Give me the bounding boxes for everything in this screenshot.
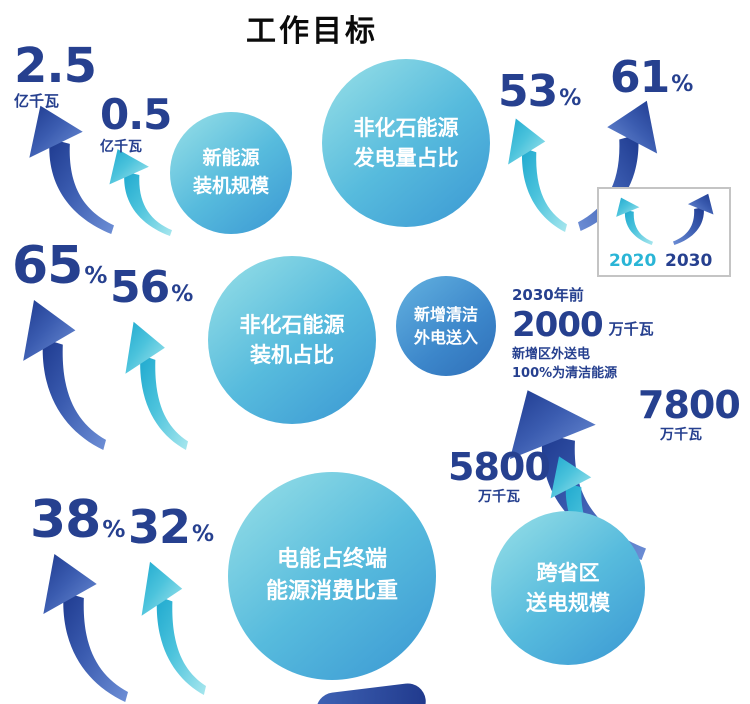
arrow-2020-gen-share-icon [508, 118, 567, 232]
cap-share-2030-value: 65 % [12, 240, 107, 292]
decorative-arrow-fragment [314, 681, 428, 704]
legend-2020-label: 2020 [609, 251, 657, 271]
arrow-2030-new-energy-icon [29, 105, 114, 234]
circle-label-line2: 能源消费比重 [265, 579, 398, 604]
circle-label-line1: 新能源 [202, 147, 260, 170]
value-text: 7800 [638, 383, 741, 427]
circle-label-line1: 电能占终端 [276, 547, 387, 573]
gen-share-2030-value: 61 % [610, 56, 693, 100]
cross-province-circle: 跨省区 送电规模 [491, 511, 645, 665]
arrow-2030-cap-share-icon [23, 300, 106, 450]
legend-2030-arrow-icon [673, 193, 714, 245]
value-text: 5800 [448, 445, 551, 489]
value-text: 0.5 [100, 90, 172, 139]
electricity-share-circle: 电能占终端 能源消费比重 [228, 472, 436, 680]
new-energy-circle: 新能源 装机规模 [170, 112, 292, 234]
annotation-note-2: 100%为清洁能源 [512, 365, 618, 381]
circle-label-line2: 装机规模 [192, 175, 269, 197]
annotation-value-row: 2000 万千瓦 [512, 308, 654, 342]
circle-label-line2: 发电量占比 [353, 146, 459, 170]
arrow-2020-new-energy-icon [109, 149, 172, 236]
value-text: 61 [610, 52, 670, 103]
circle-label-line1: 非化石能源 [353, 115, 459, 140]
value-unit: % [192, 522, 215, 547]
arrow-2020-cross-icon [550, 456, 615, 560]
gen-share-2020-value: 53 % [498, 70, 581, 114]
value-unit: % [84, 263, 108, 289]
value-text: 56 [110, 262, 170, 313]
cross-2030-value: 7800 万千瓦 [638, 383, 741, 443]
value-unit: 亿千瓦 [14, 92, 60, 110]
value-text: 2.5 [14, 38, 97, 94]
value-text: 32 [128, 500, 191, 554]
value-unit: % [171, 282, 194, 307]
arrow-2020-elec-share-icon [141, 561, 206, 695]
circle-label-line1: 新增清洁 [413, 304, 478, 324]
cap-share-2020-value: 56 % [110, 266, 193, 310]
circle-label-line2: 装机占比 [250, 343, 334, 367]
arrow-2020-cap-share-icon [125, 321, 188, 450]
new-energy-2030-value: 2.5 亿千瓦 [14, 38, 97, 110]
legend: 2020 2030 [597, 187, 731, 277]
value-text: 38 [30, 490, 101, 550]
value-unit: 万千瓦 [478, 489, 520, 505]
value-text: 53 [498, 66, 558, 117]
arrow-2030-elec-share-icon [43, 554, 128, 702]
non-fossil-capacity-circle: 非化石能源 装机占比 [208, 256, 376, 424]
circle-label-line2: 送电规模 [526, 591, 610, 615]
circle-label-line2: 外电送入 [413, 328, 478, 347]
page-title: 工作目标 [246, 14, 378, 49]
clean-power-circle: 新增清洁 外电送入 [396, 276, 496, 376]
value-unit: % [559, 86, 582, 111]
value-unit: % [671, 72, 694, 97]
elec-share-2020-value: 32 % [128, 504, 214, 550]
legend-2020-arrow-icon [616, 197, 653, 245]
annotation-unit: 万千瓦 [608, 320, 654, 338]
new-energy-2020-value: 0.5 亿千瓦 [100, 90, 172, 155]
circle-label-line1: 跨省区 [536, 560, 600, 585]
value-unit: 万千瓦 [660, 427, 702, 443]
value-unit: 亿千瓦 [100, 139, 142, 155]
arrow-2030-gen-share-icon [578, 100, 658, 231]
cross-2020-value: 5800 万千瓦 [448, 445, 551, 505]
clean-power-annotation: 2030年前 2000 万千瓦 新增区外送电 100%为清洁能源 [512, 284, 654, 384]
value-text: 65 [12, 236, 83, 296]
elec-share-2030-value: 38 % [30, 494, 125, 546]
non-fossil-generation-circle: 非化石能源 发电量占比 [322, 59, 490, 227]
value-unit: % [102, 517, 126, 543]
circle-label-line1: 非化石能源 [239, 312, 345, 337]
annotation-prefix: 2030年前 [512, 286, 584, 304]
annotation-note-1: 新增区外送电 [512, 347, 591, 362]
legend-2030-label: 2030 [665, 251, 713, 271]
annotation-value: 2000 [512, 305, 604, 345]
